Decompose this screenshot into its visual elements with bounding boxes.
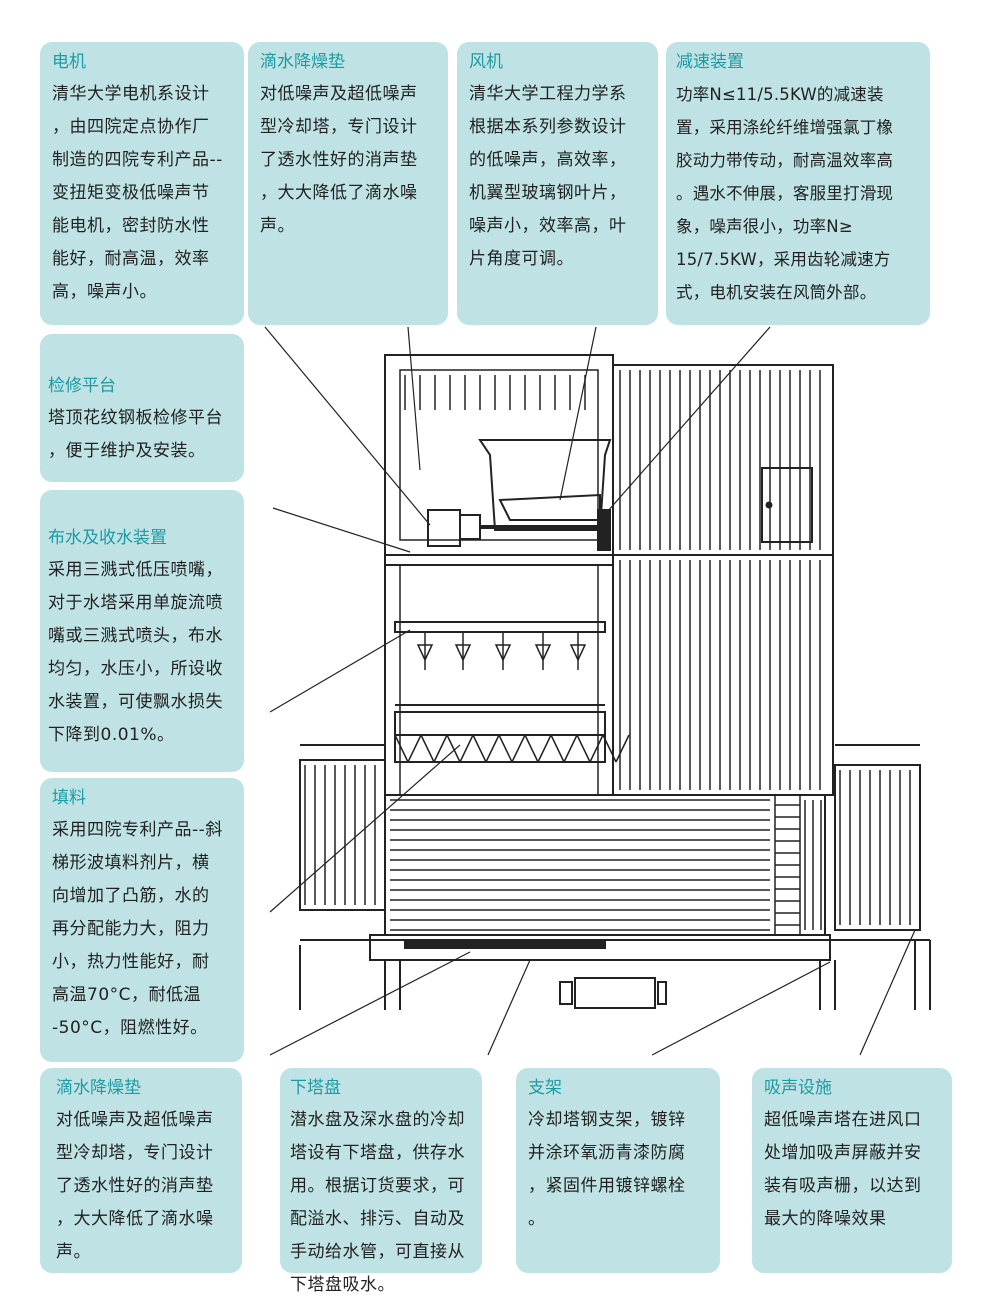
filler-diagonal	[589, 734, 604, 763]
callout-title: 支架	[528, 1078, 562, 1098]
filler-block	[394, 711, 606, 763]
leader-water-distribution	[269, 629, 411, 713]
spray-nozzle-head	[454, 644, 472, 662]
middle-section-frame	[384, 554, 614, 796]
callout-title: 布水及收水装置	[48, 528, 167, 548]
callout-title: 下塔盘	[290, 1078, 341, 1098]
right-panel-frame	[834, 764, 921, 931]
filler-diagonal	[563, 734, 578, 763]
filler-diagonal	[537, 734, 552, 763]
leader-filler	[269, 744, 461, 913]
filler-diagonal	[407, 734, 422, 763]
filler-diagonal	[433, 734, 448, 763]
callout-support: 支架 冷却塔钢支架，镀锌 并涂环氧沥青漆防腐 ，紧固件用镀锌螺栓 。	[516, 1068, 720, 1273]
filler-diagonal	[550, 734, 565, 763]
leader-drip-pad-bottom	[269, 951, 471, 1056]
callout-text: 超低噪声塔在进风口 处增加吸声屏蔽并安 装有吸声栅，以达到 最大的降噪效果	[764, 1110, 922, 1229]
callout-text: 采用四院专利产品--斜 梯形波填料剂片，横 向增加了凸筋，水的 再分配能力大，阻…	[52, 820, 223, 1038]
filler-diagonal	[615, 734, 630, 763]
spray-nozzle-head	[534, 644, 552, 662]
callout-title: 检修平台	[48, 376, 116, 396]
filler-diagonal	[511, 734, 526, 763]
leader-drip-pad-top	[407, 326, 421, 471]
filler-diagonal	[459, 734, 474, 763]
basin-drip-pad	[404, 939, 606, 949]
callout-text: 塔顶花纹钢板检修平台 ，便于维护及安装。	[48, 408, 223, 461]
callout-water-distribution: 布水及收水装置 采用三溅式低压喷嘴， 对于水塔采用单旋流喷 嘴或三溅式喷头，布水…	[40, 490, 244, 772]
leader-basin	[487, 959, 531, 1056]
callout-sound-absorber: 吸声设施 超低噪声塔在进风口 处增加吸声屏蔽并安 装有吸声栅，以达到 最大的降噪…	[752, 1068, 952, 1273]
callout-filler: 填料 采用四院专利产品--斜 梯形波填料剂片，横 向增加了凸筋，水的 再分配能力…	[40, 778, 244, 1062]
callout-title: 滴水降燥垫	[260, 52, 345, 72]
callout-drip-pad-top: 滴水降燥垫 对低噪声及超低噪声 型冷却塔，专门设计 了透水性好的消声垫 ，大大降…	[248, 42, 448, 325]
fan-cone	[478, 439, 612, 531]
filler-diagonal	[420, 734, 435, 763]
leader-reducer	[599, 326, 771, 521]
callout-text: 潜水盘及深水盘的冷却 塔设有下塔盘，供存水 用。根据订货要求，可 配溢水、排污、…	[290, 1110, 465, 1295]
leader-sound-absorber	[859, 929, 916, 1056]
leader-fan	[559, 326, 597, 501]
filler-diagonal	[446, 734, 461, 763]
leader-platform	[272, 507, 411, 553]
filler-diagonal	[472, 734, 487, 763]
pump-body	[574, 977, 656, 1009]
callout-motor: 电机 清华大学电机系设计 ，由四院定点协作厂 制造的四院专利产品-- 变扭矩变极…	[40, 42, 244, 325]
spray-pipe	[394, 621, 606, 633]
bottom-basin	[369, 934, 831, 961]
callout-reducer: 减速装置 功率N≤11/5.5KW的减速装 置，采用涤纶纤维增强氯丁橡 胶动力带…	[666, 42, 930, 325]
callout-title: 风机	[469, 52, 503, 72]
filler-diagonal	[498, 734, 513, 763]
filler-diagonal	[485, 734, 500, 763]
filler-diagonal	[602, 734, 617, 763]
access-door	[761, 467, 813, 543]
leader-support	[651, 961, 831, 1056]
callout-text: 清华大学工程力学系 根据本系列参数设计 的低噪声，高效率， 机翼型玻璃钢叶片， …	[469, 84, 627, 269]
leader-motor	[264, 326, 431, 526]
filler-diagonal	[576, 734, 591, 763]
callout-title: 电机	[52, 52, 86, 72]
callout-text: 冷却塔钢支架，镀锌 并涂环氧沥青漆防腐 ，紧固件用镀锌螺栓 。	[528, 1110, 686, 1229]
spray-nozzle-head	[569, 644, 587, 662]
filler-diagonal	[524, 734, 539, 763]
spray-nozzle-head	[494, 644, 512, 662]
callout-text: 对低噪声及超低噪声 型冷却塔，专门设计 了透水性好的消声垫 ，大大降低了滴水噪 …	[260, 84, 418, 236]
lower-section-frame	[384, 794, 826, 936]
callout-text: 功率N≤11/5.5KW的减速装 置，采用涤纶纤维增强氯丁橡 胶动力带传动，耐高…	[676, 85, 894, 302]
fan-blade	[498, 493, 601, 521]
callout-title: 吸声设施	[764, 1078, 832, 1098]
callout-fan: 风机 清华大学工程力学系 根据本系列参数设计 的低噪声，高效率， 机翼型玻璃钢叶…	[457, 42, 658, 325]
callout-drip-pad-bottom: 滴水降燥垫 对低噪声及超低噪声 型冷却塔，专门设计 了透水性好的消声垫 ，大大降…	[40, 1068, 242, 1273]
callout-text: 清华大学电机系设计 ，由四院定点协作厂 制造的四院专利产品-- 变扭矩变极低噪声…	[52, 84, 223, 302]
callout-platform: 检修平台 塔顶花纹钢板检修平台 ，便于维护及安装。	[40, 334, 244, 482]
filler-diagonal	[394, 734, 409, 763]
left-panel-frame	[299, 759, 386, 911]
callout-basin: 下塔盘 潜水盘及深水盘的冷却 塔设有下塔盘，供存水 用。根据订货要求，可 配溢水…	[280, 1068, 482, 1295]
callout-title: 填料	[52, 788, 86, 808]
callout-text: 采用三溅式低压喷嘴， 对于水塔采用单旋流喷 嘴或三溅式喷头，布水 均匀，水压小，…	[48, 560, 223, 745]
callout-title: 减速装置	[676, 52, 744, 72]
spray-nozzle-head	[416, 644, 434, 662]
callout-text: 对低噪声及超低噪声 型冷却塔，专门设计 了透水性好的消声垫 ，大大降低了滴水噪 …	[56, 1110, 214, 1262]
callout-title: 滴水降燥垫	[56, 1078, 141, 1098]
